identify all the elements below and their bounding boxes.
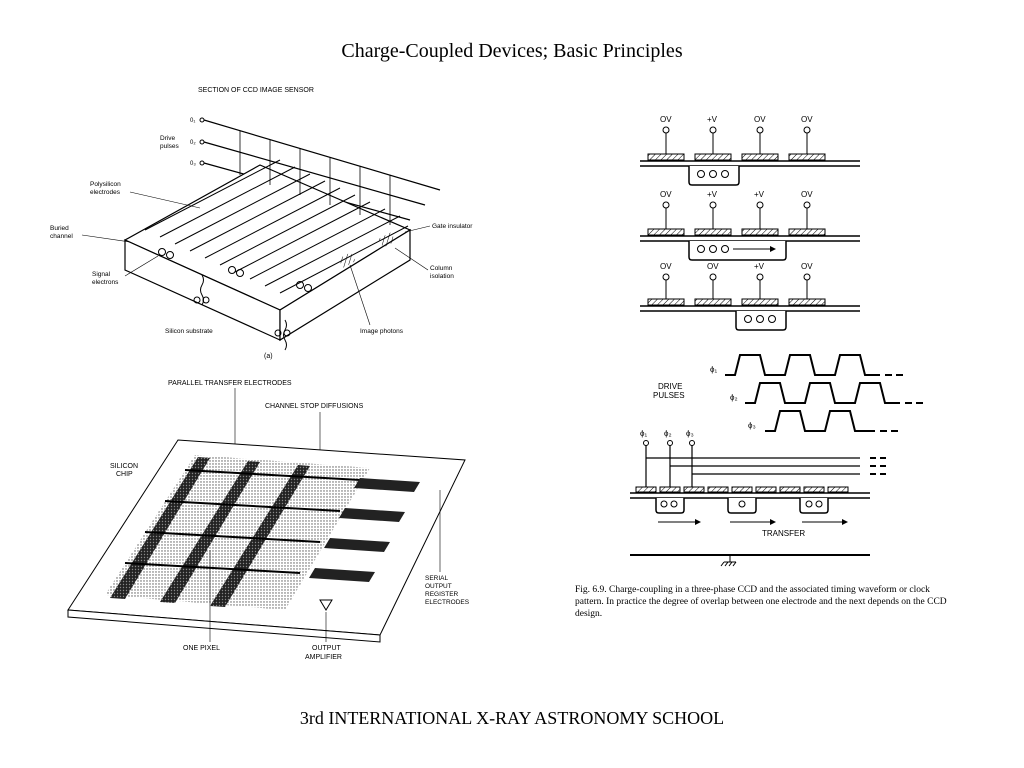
ccd-section-diagram: SECTION OF CCD IMAGE SENSOR 0₁ 0₂ 0₃ Dri… [50,87,473,360]
section-heading: SECTION OF CCD IMAGE SENSOR [198,87,314,94]
svg-text:OV: OV [801,115,813,124]
serial-register-label: SERIAL [425,575,449,582]
svg-text:OV: OV [660,190,672,199]
svg-text:REGISTER: REGISTER [425,591,459,598]
svg-text:ELECTRODES: ELECTRODES [425,599,470,606]
svg-text:PULSES: PULSES [653,391,685,400]
drive-pulses-title: DRIVE [658,382,682,391]
channel-stop-label: CHANNEL STOP DIFFUSIONS [265,403,364,410]
svg-text:+V: +V [707,115,718,124]
well-row-3: OV OV +V OV [640,262,860,331]
drive-pulses-label: Drive [160,135,176,142]
phi3-wave-label: ϕ₃ [748,421,756,430]
phi1-label: 0₁ [190,118,195,124]
svg-text:OV: OV [660,115,672,124]
silicon-chip-label: SILICON [110,463,138,470]
well-row-1: OV +V OV OV [640,115,860,186]
svg-text:AMPLIFIER: AMPLIFIER [305,654,342,661]
svg-text:OV: OV [754,115,766,124]
svg-text:electrodes: electrodes [90,189,121,196]
signal-electrons-label: Signal [92,271,111,278]
image-photons-label: Image photons [360,328,404,335]
phi1-bus-label: ϕ₁ [640,429,647,438]
drive-pulse-diagram: ϕ₁ ϕ₂ ϕ₃ DRIVE PULSES ϕ₁ ϕ₂ ϕ₃ TRANSFER [630,354,923,567]
phi3-bus-label: ϕ₃ [686,429,694,438]
one-pixel-label: ONE PIXEL [183,645,220,652]
parallel-electrodes-label: PARALLEL TRANSFER ELECTRODES [168,380,292,387]
ccd-chip-diagram: PARALLEL TRANSFER ELECTRODES CHANNEL STO… [67,380,470,661]
phi2-bus-label: ϕ₂ [664,429,672,438]
svg-text:+V: +V [754,190,765,199]
figure-caption: Fig. 6.9. Charge-coupling in a three-pha… [575,585,947,619]
svg-text:OV: OV [660,262,672,271]
poly-label: Polysilicon [90,181,121,188]
transfer-label: TRANSFER [762,529,805,538]
well-row-2: OV +V +V OV [640,190,860,261]
svg-text:pulses: pulses [160,143,180,150]
phi1-wave-label: ϕ₁ [710,365,717,374]
buried-channel-label: Buried [50,225,69,232]
potential-well-diagram: OV +V OV OV OV +V +V OV OV OV +V OV [640,115,860,331]
phi2-label: 0₂ [190,140,196,146]
svg-text:CHIP: CHIP [116,471,133,478]
output-amplifier-label: OUTPUT [312,645,342,652]
svg-text:OUTPUT: OUTPUT [425,583,452,590]
svg-text:isolation: isolation [430,273,454,280]
phi2-wave-label: ϕ₂ [730,393,738,402]
page-footer: 3rd INTERNATIONAL X-RAY ASTRONOMY SCHOOL [299,708,725,728]
svg-text:channel: channel [50,233,73,240]
svg-text:OV: OV [801,262,813,271]
svg-text:+V: +V [707,190,718,199]
svg-text:electrons: electrons [92,279,119,286]
column-isolation-label: Column [430,265,453,272]
gate-insulator-label: Gate insulator [432,223,473,230]
svg-text:OV: OV [801,190,813,199]
svg-text:+V: +V [754,262,765,271]
panel-label-a: (a) [264,353,273,360]
svg-text:OV: OV [707,262,719,271]
page-title: Charge-Coupled Devices; Basic Principles [341,40,683,62]
phi3-label: 0₃ [190,161,196,167]
substrate-label: Silicon substrate [165,328,213,335]
